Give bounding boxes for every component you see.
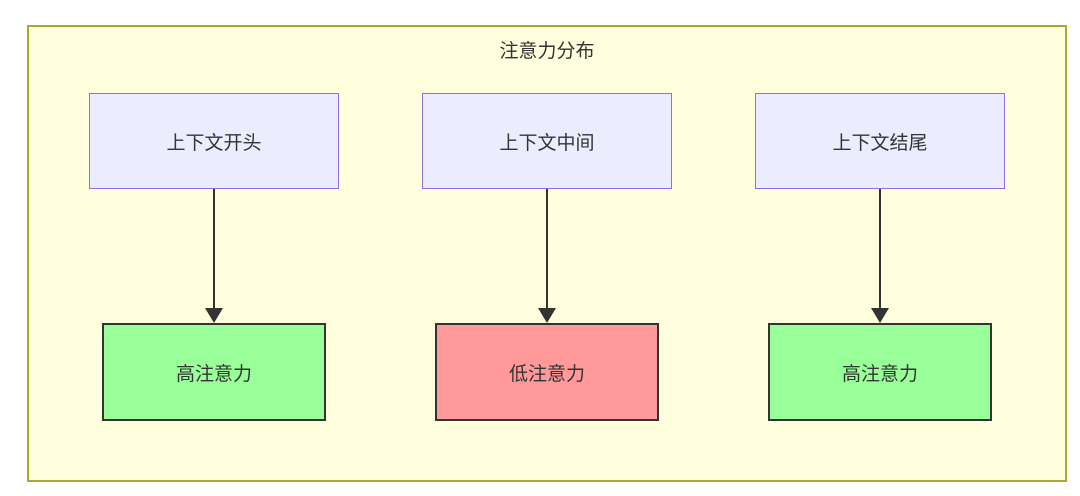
flow-column-context-end: 上下文结尾 高注意力 (755, 93, 1005, 421)
node-label: 低注意力 (508, 363, 585, 385)
flow-column-context-middle: 上下文中间 低注意力 (422, 93, 672, 421)
arrow-line (213, 189, 215, 308)
flow-columns: 上下文开头 高注意力 上下文中间 低注意力 (29, 93, 1065, 421)
cluster-title: 注意力分布 (499, 41, 595, 62)
arrowhead-icon (871, 308, 889, 323)
node-context-middle: 上下文中间 (422, 93, 672, 189)
arrow-line (879, 189, 881, 308)
arrow-start-to-high (205, 189, 223, 323)
cluster-attention-distribution: 注意力分布 上下文开头 高注意力 上下文中间 (27, 25, 1067, 482)
node-label: 高注意力 (841, 363, 918, 385)
arrowhead-icon (205, 308, 223, 323)
node-high-attention-2: 高注意力 (768, 323, 992, 421)
node-low-attention: 低注意力 (435, 323, 659, 421)
node-label: 高注意力 (175, 363, 252, 385)
node-context-end: 上下文结尾 (755, 93, 1005, 189)
flow-column-context-start: 上下文开头 高注意力 (89, 93, 339, 421)
node-label: 上下文中间 (499, 132, 595, 154)
arrow-middle-to-low (538, 189, 556, 323)
node-label: 上下文结尾 (832, 132, 928, 154)
arrow-line (546, 189, 548, 308)
arrow-end-to-high (871, 189, 889, 323)
node-label: 上下文开头 (166, 132, 262, 154)
node-context-start: 上下文开头 (89, 93, 339, 189)
node-high-attention-1: 高注意力 (102, 323, 326, 421)
arrowhead-icon (538, 308, 556, 323)
